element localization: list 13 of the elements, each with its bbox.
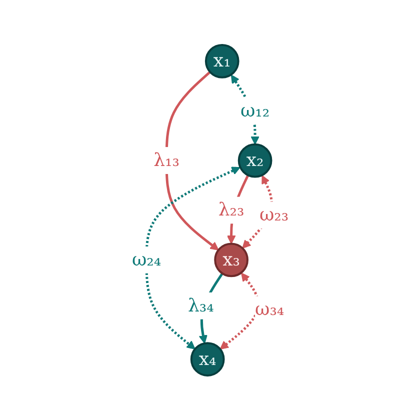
arrow — [219, 272, 260, 350]
edge-label: λ₂₃ — [218, 200, 244, 220]
arrow — [145, 166, 240, 350]
edge-label: ω₃₄ — [254, 298, 284, 320]
node-circle: x₃ — [214, 242, 248, 277]
edge-label: λ₁₃ — [153, 150, 180, 171]
node-circle: x₁ — [204, 44, 239, 78]
edge-label: ω₂₃ — [259, 204, 288, 226]
edge-label: λ₃₄ — [188, 295, 214, 316]
node-circle: x₂ — [238, 143, 272, 178]
edge-label: ω₁₂ — [240, 100, 270, 122]
edge-label: ω₂₄ — [132, 249, 161, 270]
node-circle: x₄ — [190, 342, 224, 376]
